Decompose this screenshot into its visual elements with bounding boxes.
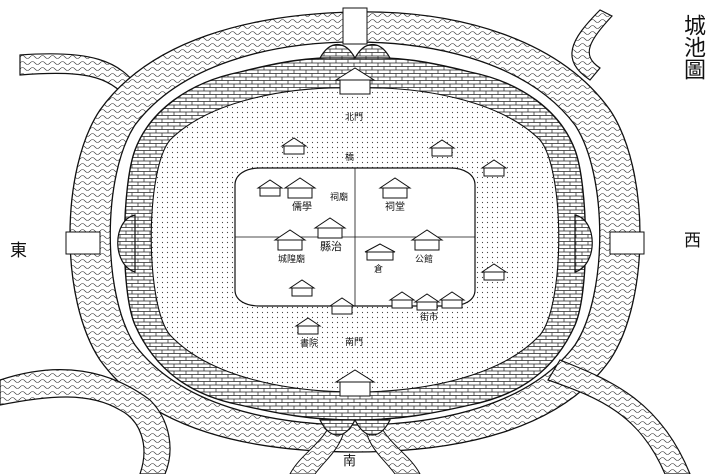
label-temple: 城隍廟 xyxy=(278,253,305,265)
direction-west: 西 xyxy=(684,231,701,251)
inner-city xyxy=(234,167,476,307)
label-gate-south: 南門 xyxy=(345,336,363,348)
label-storehouse: 倉 xyxy=(374,263,383,275)
map-title: 城池圖 xyxy=(680,14,705,80)
label-shrine-right: 祠堂 xyxy=(385,200,405,213)
direction-south: 南 xyxy=(343,454,357,469)
building-yamen xyxy=(313,217,347,239)
label-market: 街市 xyxy=(420,311,438,323)
label-yamen: 縣治 xyxy=(320,239,342,253)
label-academy: 書院 xyxy=(300,337,318,349)
building-shrine xyxy=(378,177,412,199)
label-study-hall: 儒學 xyxy=(292,200,312,213)
map-labels: 北門 南門 縣治 儒學 祠廟 祠堂 倉 書院 城隍廟 公館 橋 街市 xyxy=(278,112,438,349)
direction-east: 東 xyxy=(10,241,27,261)
building-office xyxy=(410,229,444,251)
building-study-hall xyxy=(283,177,317,199)
buildings xyxy=(256,137,508,335)
building-temple xyxy=(273,229,307,251)
label-shrine-left: 祠廟 xyxy=(330,191,348,203)
label-office: 公館 xyxy=(415,253,433,265)
moat xyxy=(0,7,691,474)
building-storehouse xyxy=(364,243,396,261)
label-gate-north: 北門 xyxy=(345,112,363,123)
label-bridge: 橋 xyxy=(345,151,354,163)
